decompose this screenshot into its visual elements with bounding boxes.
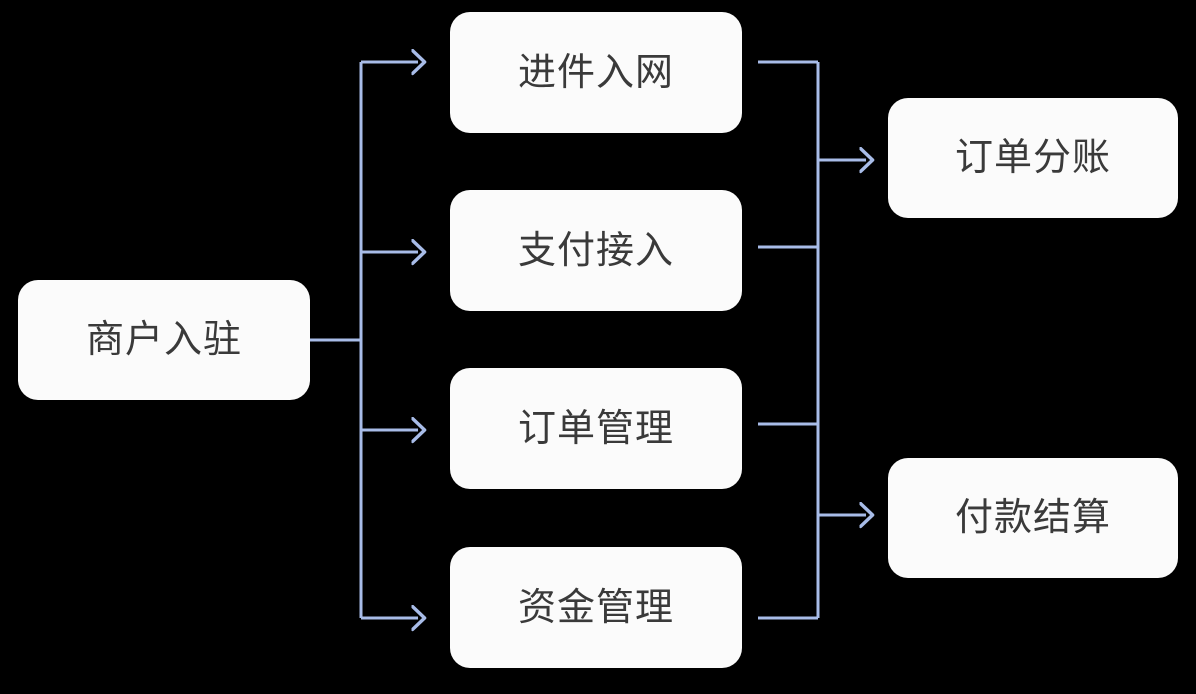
node-label: 资金管理 bbox=[517, 586, 674, 629]
node-payment-access[interactable]: 支付接入 bbox=[450, 190, 742, 311]
node-label: 订单管理 bbox=[517, 407, 674, 450]
node-label: 支付接入 bbox=[517, 229, 674, 272]
node-fund-management[interactable]: 资金管理 bbox=[450, 547, 742, 668]
node-order-settlement[interactable]: 订单分账 bbox=[888, 98, 1178, 218]
node-label: 商户入驻 bbox=[85, 319, 242, 361]
node-merchant-onboarding[interactable]: 商户入驻 bbox=[18, 280, 310, 400]
node-label: 进件入网 bbox=[517, 51, 674, 94]
node-label: 付款结算 bbox=[954, 497, 1111, 539]
node-label: 订单分账 bbox=[954, 137, 1111, 179]
node-application-network[interactable]: 进件入网 bbox=[450, 12, 742, 133]
node-payment-clearing[interactable]: 付款结算 bbox=[888, 458, 1178, 578]
node-order-management[interactable]: 订单管理 bbox=[450, 368, 742, 489]
